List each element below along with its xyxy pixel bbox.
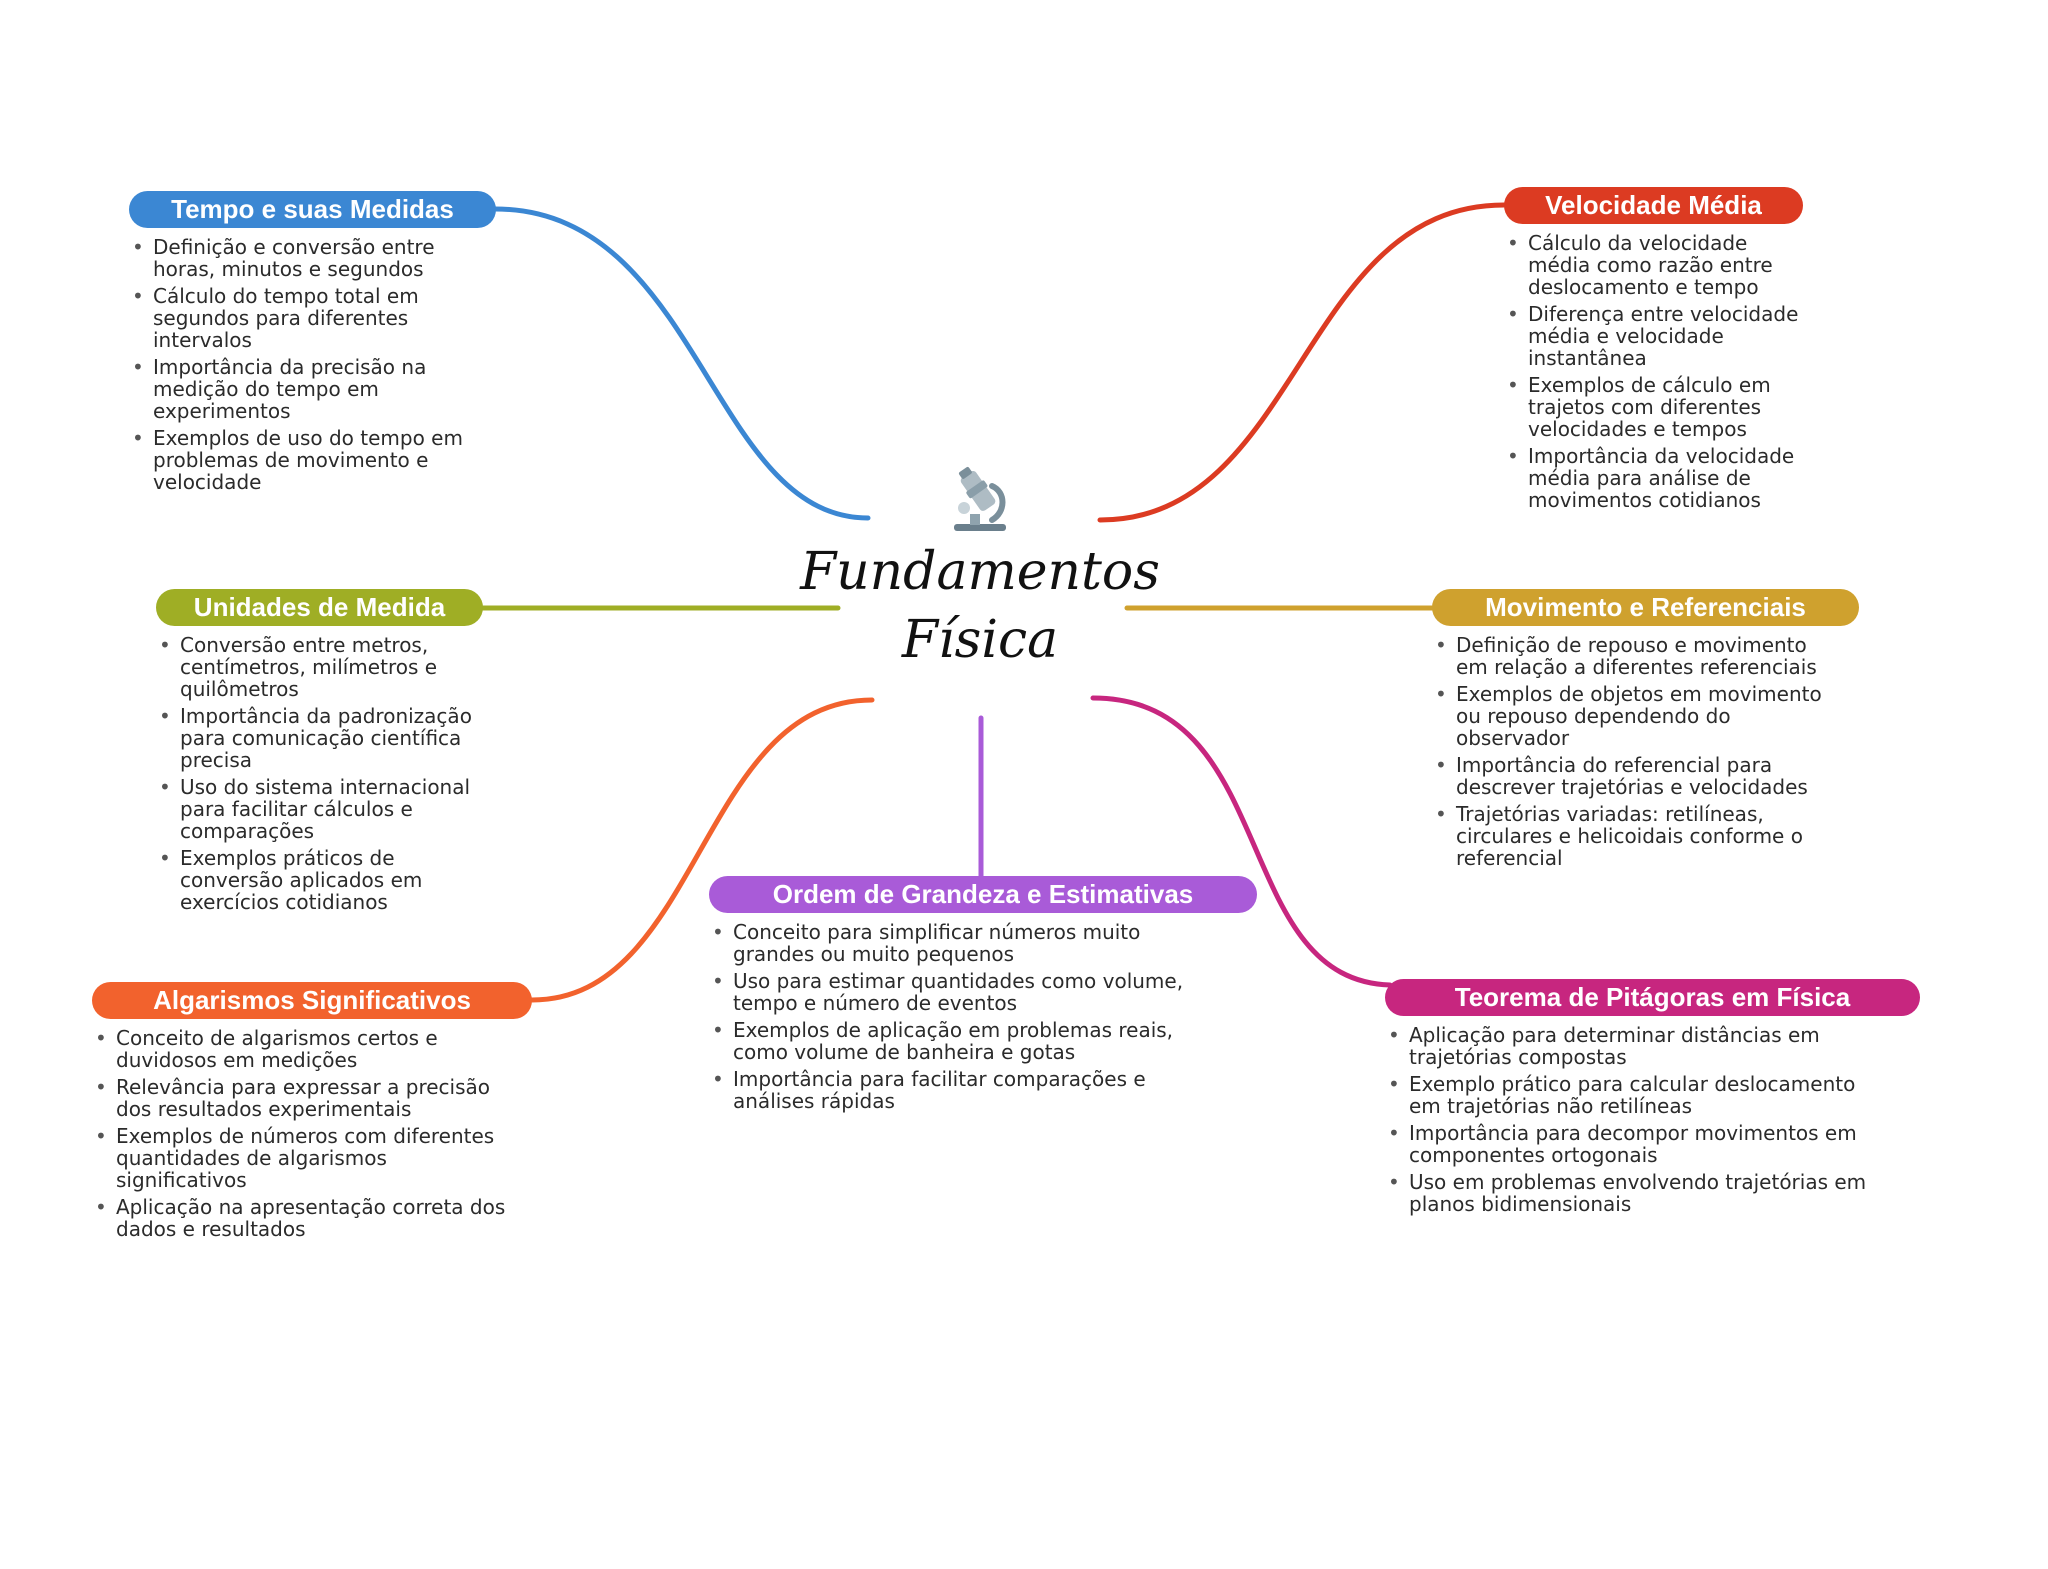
list-item: Importância para facilitar comparações e… [709, 1068, 1209, 1112]
connector-pitagoras [1090, 695, 1393, 988]
list-item: Exemplos práticos de conversão aplicados… [156, 847, 496, 913]
list-item: Uso para estimar quantidades como volume… [709, 970, 1209, 1014]
topic-pill[interactable]: Algarismos Significativos [92, 982, 532, 1019]
list-item: Exemplos de aplicação em problemas reais… [709, 1019, 1209, 1063]
topic-pill[interactable]: Ordem de Grandeza e Estimativas [709, 876, 1257, 913]
branch-ordem: Ordem de Grandeza e Estimativas Conceito… [709, 876, 1257, 1117]
connector-tempo [492, 206, 871, 521]
list-item: Definição de repouso e movimento em rela… [1432, 634, 1832, 678]
list-item: Exemplos de cálculo em trajetos com dife… [1504, 374, 1814, 440]
list-item: Uso do sistema internacional para facili… [156, 776, 496, 842]
list-item: Exemplos de objetos em movimento ou repo… [1432, 683, 1832, 749]
list-item: Exemplo prático para calcular deslocamen… [1385, 1073, 1880, 1117]
topic-pill[interactable]: Velocidade Média [1504, 187, 1803, 224]
list-item: Conceito de algarismos certos e duvidoso… [92, 1027, 512, 1071]
list-item: Relevância para expressar a precisão dos… [92, 1076, 512, 1120]
topic-pill[interactable]: Unidades de Medida [156, 589, 483, 626]
branch-movimento: Movimento e Referenciais Definição de re… [1432, 589, 1862, 874]
list-item: Importância do referencial para descreve… [1432, 754, 1832, 798]
list-item: Conceito para simplificar números muito … [709, 921, 1209, 965]
list-item: Exemplos de uso do tempo em problemas de… [129, 427, 469, 493]
list-item: Aplicação para determinar distâncias em … [1385, 1024, 1880, 1068]
list-item: Importância da padronização para comunic… [156, 705, 496, 771]
list-item: Cálculo da velocidade média como razão e… [1504, 232, 1814, 298]
list-item: Uso em problemas envolvendo trajetórias … [1385, 1171, 1880, 1215]
topic-pill[interactable]: Movimento e Referenciais [1432, 589, 1859, 626]
topic-details: Conceito de algarismos certos e duvidoso… [92, 1027, 512, 1240]
topic-details: Cálculo da velocidade média como razão e… [1504, 232, 1814, 511]
list-item: Diferença entre velocidade média e veloc… [1504, 303, 1814, 369]
list-item: Cálculo do tempo total em segundos para … [129, 285, 469, 351]
list-item: Importância da precisão na medição do te… [129, 356, 469, 422]
list-item: Definição e conversão entre horas, minut… [129, 236, 469, 280]
branch-algarismos: Algarismos Significativos Conceito de al… [92, 982, 532, 1245]
topic-details: Definição e conversão entre horas, minut… [129, 236, 469, 493]
connector-velocidade [1097, 202, 1507, 523]
list-item: Aplicação na apresentação correta dos da… [92, 1196, 512, 1240]
topic-details: Definição de repouso e movimento em rela… [1432, 634, 1832, 869]
branch-pitagoras: Teorema de Pitágoras em Física Aplicação… [1385, 979, 1920, 1220]
topic-pill[interactable]: Tempo e suas Medidas [129, 191, 496, 228]
list-item: Trajetórias variadas: retilíneas, circul… [1432, 803, 1832, 869]
list-item: Importância da velocidade média para aná… [1504, 445, 1814, 511]
branch-unidades: Unidades de Medida Conversão entre metro… [156, 589, 496, 918]
branch-velocidade: Velocidade Média Cálculo da velocidade m… [1504, 187, 1814, 516]
topic-details: Conversão entre metros, centímetros, mil… [156, 634, 496, 913]
list-item: Exemplos de números com diferentes quant… [92, 1125, 512, 1191]
branch-tempo: Tempo e suas Medidas Definição e convers… [129, 191, 509, 498]
topic-pill[interactable]: Teorema de Pitágoras em Física [1385, 979, 1920, 1016]
list-item: Conversão entre metros, centímetros, mil… [156, 634, 496, 700]
topic-details: Conceito para simplificar números muito … [709, 921, 1209, 1112]
microscope-icon [954, 466, 1006, 531]
list-item: Importância para decompor movimentos em … [1385, 1122, 1880, 1166]
topic-details: Aplicação para determinar distâncias em … [1385, 1024, 1880, 1215]
connector-algarismos [529, 697, 875, 1003]
